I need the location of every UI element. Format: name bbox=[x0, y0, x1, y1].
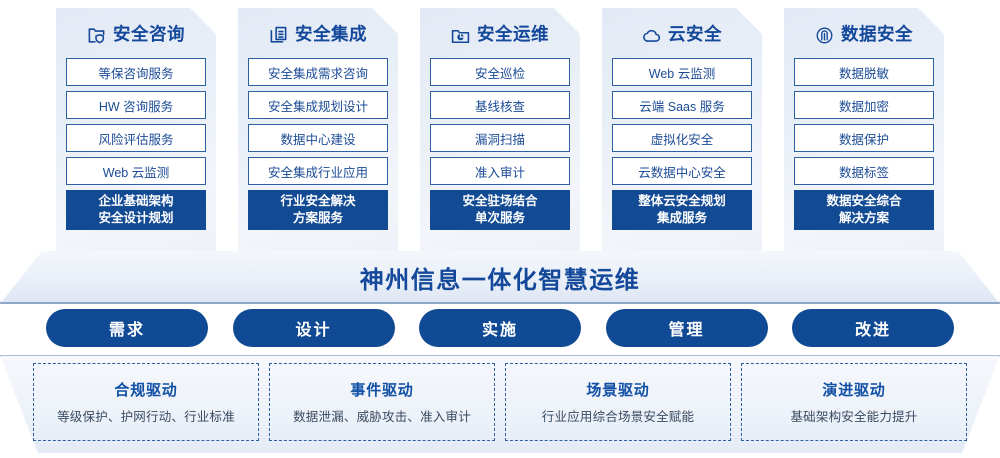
driver-card-incident[interactable]: 事件驱动 数据泄漏、威胁攻击、准入审计 bbox=[269, 363, 495, 441]
driver-band-top-edge bbox=[0, 355, 1000, 357]
driver-band-shape bbox=[0, 355, 1000, 453]
driver-list: 合规驱动 等级保护、护网行动、行业标准 事件驱动 数据泄漏、威胁攻击、准入审计 … bbox=[0, 355, 1000, 453]
service-summary-line: 企业基础架构 bbox=[98, 193, 174, 208]
driver-title: 事件驱动 bbox=[350, 382, 414, 399]
driver-description: 行业应用综合场景安全赋能 bbox=[541, 410, 695, 424]
service-item[interactable]: HW 咨询服务 bbox=[66, 91, 206, 119]
service-summary-line: 数据安全综合 bbox=[826, 193, 902, 208]
service-item[interactable]: 等保咨询服务 bbox=[66, 58, 206, 86]
service-item[interactable]: 安全集成规划设计 bbox=[248, 91, 388, 119]
service-item[interactable]: 虚拟化安全 bbox=[612, 124, 752, 152]
phase-pill-design[interactable]: 设计 bbox=[232, 309, 395, 347]
card-header: 安全咨询 bbox=[66, 18, 206, 52]
cloud-icon bbox=[642, 26, 661, 45]
card-header: 安全集成 bbox=[248, 18, 388, 52]
card-header: 安全运维 bbox=[430, 18, 570, 52]
service-item[interactable]: Web 云监测 bbox=[612, 58, 752, 86]
service-item[interactable]: 基线核查 bbox=[430, 91, 570, 119]
service-summary-line: 整体云安全规划 bbox=[638, 193, 726, 208]
service-summary-line: 解决方案 bbox=[838, 211, 889, 225]
phase-pill-management[interactable]: 管理 bbox=[605, 309, 768, 347]
service-card-data-security[interactable]: 数据安全 数据脱敏 数据加密 数据保护 数据标签 数据安全综合 解决方案 bbox=[784, 8, 944, 254]
banner-title: 神州信息一体化智慧运维 bbox=[359, 267, 641, 294]
service-summary[interactable]: 整体云安全规划 集成服务 bbox=[612, 190, 752, 230]
service-item[interactable]: 安全巡检 bbox=[430, 58, 570, 86]
card-title: 数据安全 bbox=[841, 24, 913, 45]
service-summary-line: 单次服务 bbox=[474, 211, 525, 225]
card-title: 安全运维 bbox=[477, 24, 549, 45]
service-summary-line: 集成服务 bbox=[656, 211, 707, 225]
driver-card-scenario[interactable]: 场景驱动 行业应用综合场景安全赋能 bbox=[505, 363, 731, 441]
card-header: 云安全 bbox=[612, 18, 752, 52]
folder-shield-icon bbox=[87, 26, 106, 45]
service-summary-line: 安全设计规划 bbox=[98, 211, 174, 225]
phase-pill-row: 需求 设计 实施 管理 改进 bbox=[0, 309, 1000, 347]
service-item[interactable]: 安全集成需求咨询 bbox=[248, 58, 388, 86]
driver-title: 演进驱动 bbox=[822, 382, 886, 399]
service-item[interactable]: 云端 Saas 服务 bbox=[612, 91, 752, 119]
platform-banner: 神州信息一体化智慧运维 bbox=[0, 251, 1000, 304]
driver-description: 数据泄漏、威胁攻击、准入审计 bbox=[293, 410, 471, 424]
service-item[interactable]: 数据中心建设 bbox=[248, 124, 388, 152]
phase-pill-requirements[interactable]: 需求 bbox=[46, 309, 208, 347]
service-summary-line: 方案服务 bbox=[292, 211, 343, 225]
service-item[interactable]: Web 云监测 bbox=[66, 157, 206, 185]
driver-card-evolution[interactable]: 演进驱动 基础架构安全能力提升 bbox=[741, 363, 967, 441]
service-item[interactable]: 数据加密 bbox=[794, 91, 934, 119]
card-header: 数据安全 bbox=[794, 18, 934, 52]
driver-description: 等级保护、护网行动、行业标准 bbox=[57, 410, 235, 424]
service-card-security-integration[interactable]: 安全集成 安全集成需求咨询 安全集成规划设计 数据中心建设 安全集成行业应用 行… bbox=[238, 8, 398, 254]
driver-band: 合规驱动 等级保护、护网行动、行业标准 事件驱动 数据泄漏、威胁攻击、准入审计 … bbox=[0, 355, 1000, 454]
service-card-security-consulting[interactable]: 安全咨询 等保咨询服务 HW 咨询服务 风险评估服务 Web 云监测 企业基础架… bbox=[56, 8, 216, 254]
card-title: 安全咨询 bbox=[113, 24, 185, 45]
card-title: 云安全 bbox=[668, 24, 722, 45]
fingerprint-icon bbox=[815, 26, 834, 45]
service-item[interactable]: 准入审计 bbox=[430, 157, 570, 185]
stacked-documents-icon bbox=[269, 26, 288, 45]
service-item[interactable]: 数据保护 bbox=[794, 124, 934, 152]
service-card-security-operations[interactable]: 安全运维 安全巡检 基线核查 漏洞扫描 准入审计 安全驻场结合 单次服务 bbox=[420, 8, 580, 254]
service-summary-line: 行业安全解决 bbox=[280, 193, 356, 208]
service-item[interactable]: 安全集成行业应用 bbox=[248, 157, 388, 185]
service-item[interactable]: 漏洞扫描 bbox=[430, 124, 570, 152]
service-summary-line: 安全驻场结合 bbox=[462, 193, 538, 208]
driver-description: 基础架构安全能力提升 bbox=[790, 410, 918, 424]
banner-bottom-edge bbox=[0, 302, 1000, 304]
service-summary[interactable]: 行业安全解决 方案服务 bbox=[248, 190, 388, 230]
service-item[interactable]: 风险评估服务 bbox=[66, 124, 206, 152]
service-summary[interactable]: 企业基础架构 安全设计规划 bbox=[66, 190, 206, 230]
driver-card-compliance[interactable]: 合规驱动 等级保护、护网行动、行业标准 bbox=[33, 363, 259, 441]
service-card-cloud-security[interactable]: 云安全 Web 云监测 云端 Saas 服务 虚拟化安全 云数据中心安全 整体云… bbox=[602, 8, 762, 254]
banner-shape bbox=[0, 251, 1000, 304]
phase-pill-improvement[interactable]: 改进 bbox=[792, 309, 954, 347]
service-item[interactable]: 数据脱敏 bbox=[794, 58, 934, 86]
service-item[interactable]: 数据标签 bbox=[794, 157, 934, 185]
driver-title: 场景驱动 bbox=[586, 382, 650, 399]
card-title: 安全集成 bbox=[295, 24, 367, 45]
folder-piechart-icon bbox=[451, 26, 470, 45]
service-cards-row: 安全咨询 等保咨询服务 HW 咨询服务 风险评估服务 Web 云监测 企业基础架… bbox=[0, 8, 1000, 254]
driver-title: 合规驱动 bbox=[114, 382, 178, 399]
service-summary[interactable]: 安全驻场结合 单次服务 bbox=[430, 190, 570, 230]
phase-pill-implementation[interactable]: 实施 bbox=[419, 309, 581, 347]
service-item[interactable]: 云数据中心安全 bbox=[612, 157, 752, 185]
service-summary[interactable]: 数据安全综合 解决方案 bbox=[794, 190, 934, 230]
